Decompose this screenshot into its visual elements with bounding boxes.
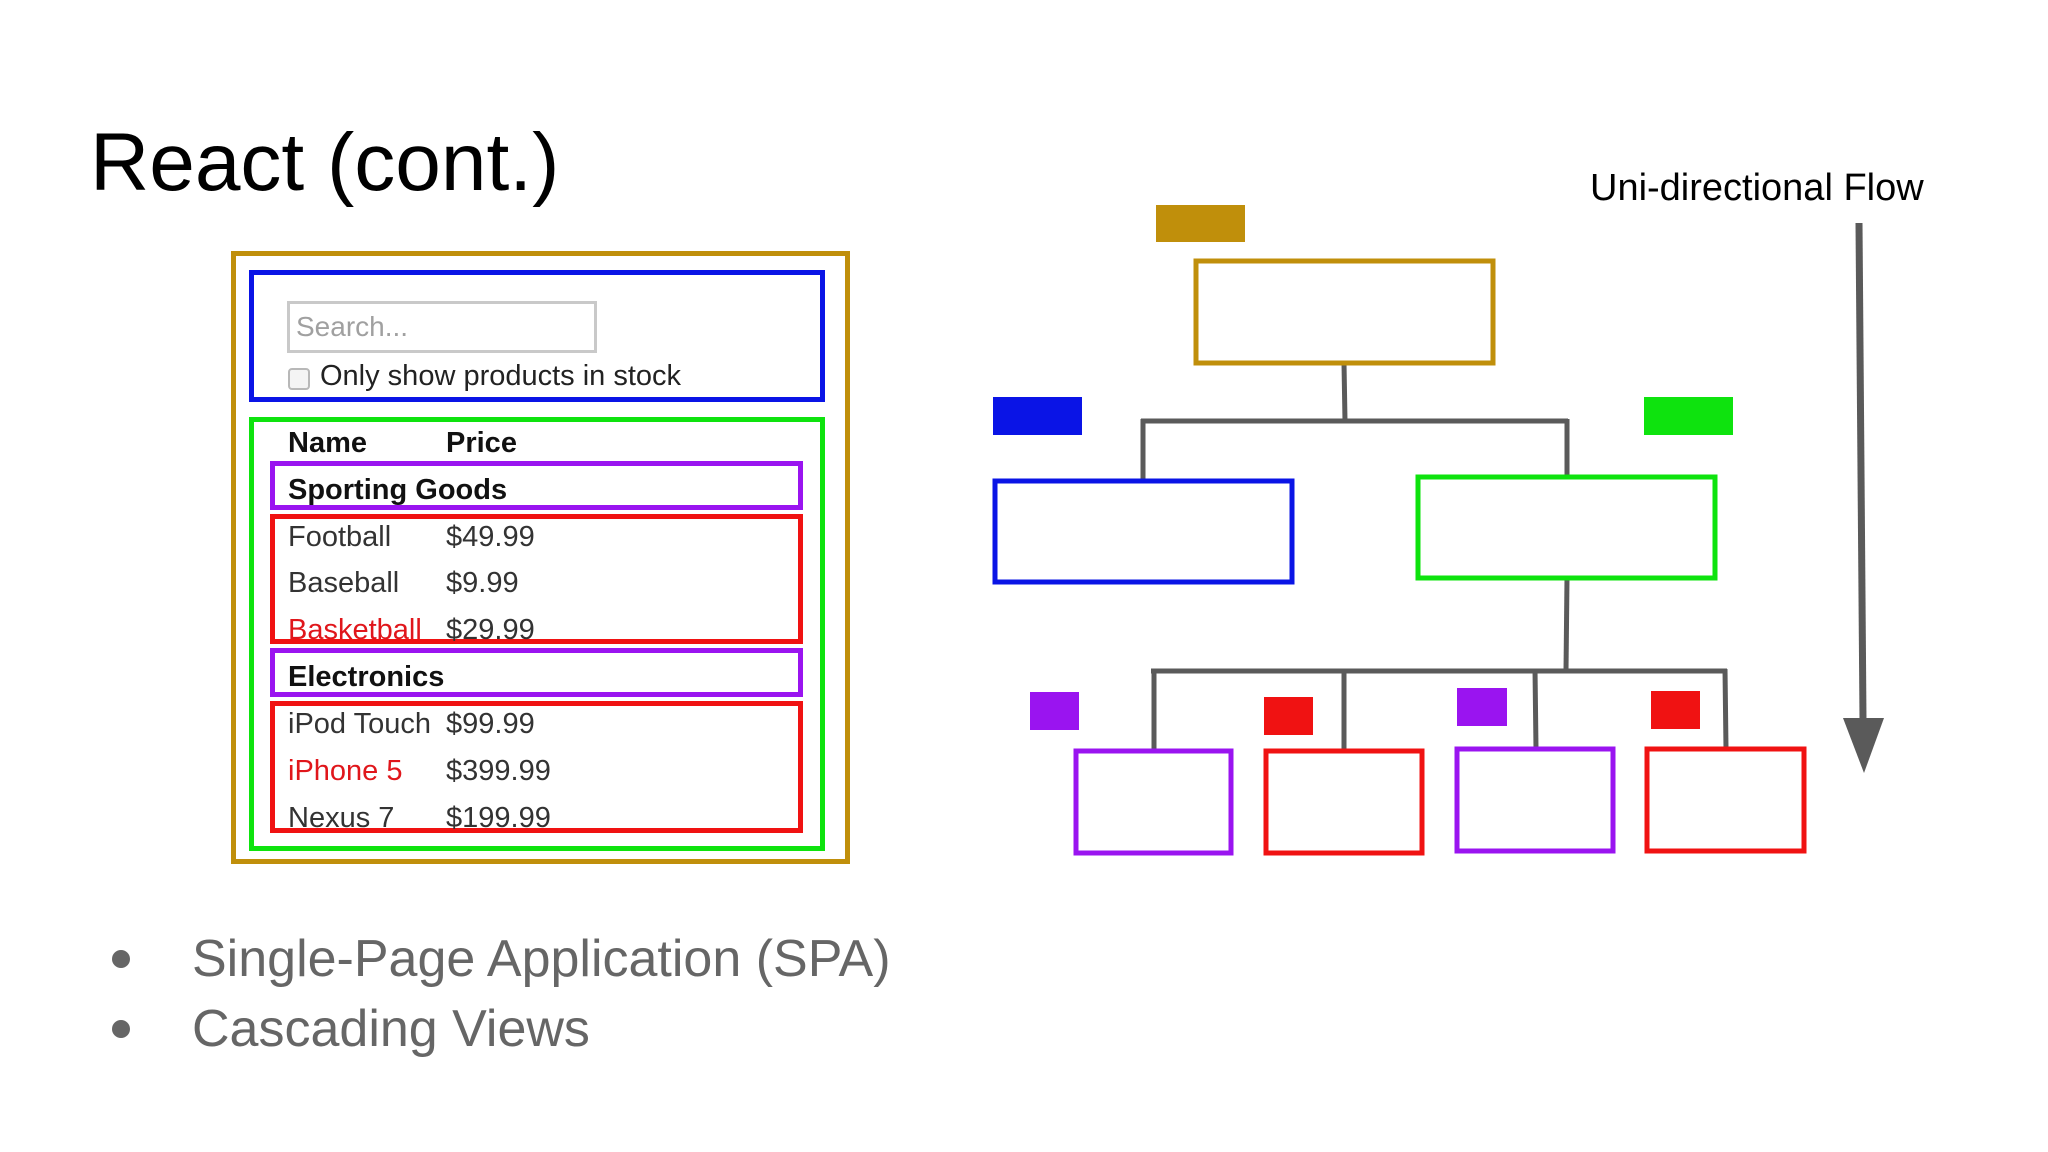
filterable-product-table-node xyxy=(1193,258,1496,366)
connector-line xyxy=(1341,362,1348,422)
connector-line xyxy=(1532,668,1539,750)
product-name-out-of-stock: Basketball xyxy=(288,614,422,646)
color-swatch xyxy=(993,397,1082,435)
column-header-price: Price xyxy=(446,427,517,459)
connector-line xyxy=(1722,668,1729,750)
category-row-outline xyxy=(270,648,803,697)
product-price: $9.99 xyxy=(446,567,519,599)
search-bar-node xyxy=(992,478,1295,585)
product-name: Baseball xyxy=(288,567,400,599)
bullet-list: Single-Page Application (SPA) Cascading … xyxy=(108,924,891,1064)
bullet-dot-icon xyxy=(112,950,130,968)
category-name: Electronics xyxy=(288,661,445,693)
color-swatch xyxy=(1264,697,1313,735)
product-rows-outline xyxy=(270,514,803,644)
color-swatch xyxy=(1156,205,1245,242)
bullet-text: Single-Page Application (SPA) xyxy=(192,930,891,988)
connector-line xyxy=(1563,577,1570,672)
product-rows-outline xyxy=(270,701,803,833)
product-name: Football xyxy=(288,521,392,553)
category-row-node xyxy=(1454,746,1616,854)
product-row-node xyxy=(1263,748,1425,856)
flow-arrow-shaft xyxy=(1855,222,1867,721)
column-header-name: Name xyxy=(288,427,367,459)
tree-connectors xyxy=(1140,362,1729,751)
category-row-node xyxy=(1073,748,1234,856)
product-price: $29.99 xyxy=(446,614,535,646)
flow-arrowhead-icon xyxy=(1843,718,1884,773)
product-table-outline xyxy=(249,417,825,851)
in-stock-checkbox[interactable] xyxy=(288,368,310,390)
product-price: $99.99 xyxy=(446,708,535,740)
product-name: Nexus 7 xyxy=(288,802,395,834)
slide-title: React (cont.) xyxy=(90,117,560,208)
product-name-out-of-stock: iPhone 5 xyxy=(288,755,403,787)
bullet-item: Cascading Views xyxy=(108,994,891,1064)
product-price: $199.99 xyxy=(446,802,551,834)
color-swatch xyxy=(1030,692,1079,730)
product-price: $49.99 xyxy=(446,521,535,553)
bullet-text: Cascading Views xyxy=(192,1000,590,1058)
category-row-outline xyxy=(270,461,803,510)
search-input[interactable] xyxy=(287,301,597,353)
product-row-node xyxy=(1644,746,1807,854)
filterable-product-table-outline xyxy=(231,251,850,864)
color-swatch xyxy=(1651,691,1700,729)
bullet-item: Single-Page Application (SPA) xyxy=(108,924,891,994)
product-price: $399.99 xyxy=(446,755,551,787)
in-stock-label: Only show products in stock xyxy=(320,360,682,392)
color-swatch xyxy=(1644,397,1733,435)
color-swatch xyxy=(1457,688,1507,726)
bullet-dot-icon xyxy=(112,1020,130,1038)
flow-label: Uni-directional Flow xyxy=(1590,167,1924,209)
product-table-node xyxy=(1415,474,1718,581)
search-bar-outline xyxy=(249,270,825,402)
product-name: iPod Touch xyxy=(288,708,431,740)
category-name: Sporting Goods xyxy=(288,474,508,506)
